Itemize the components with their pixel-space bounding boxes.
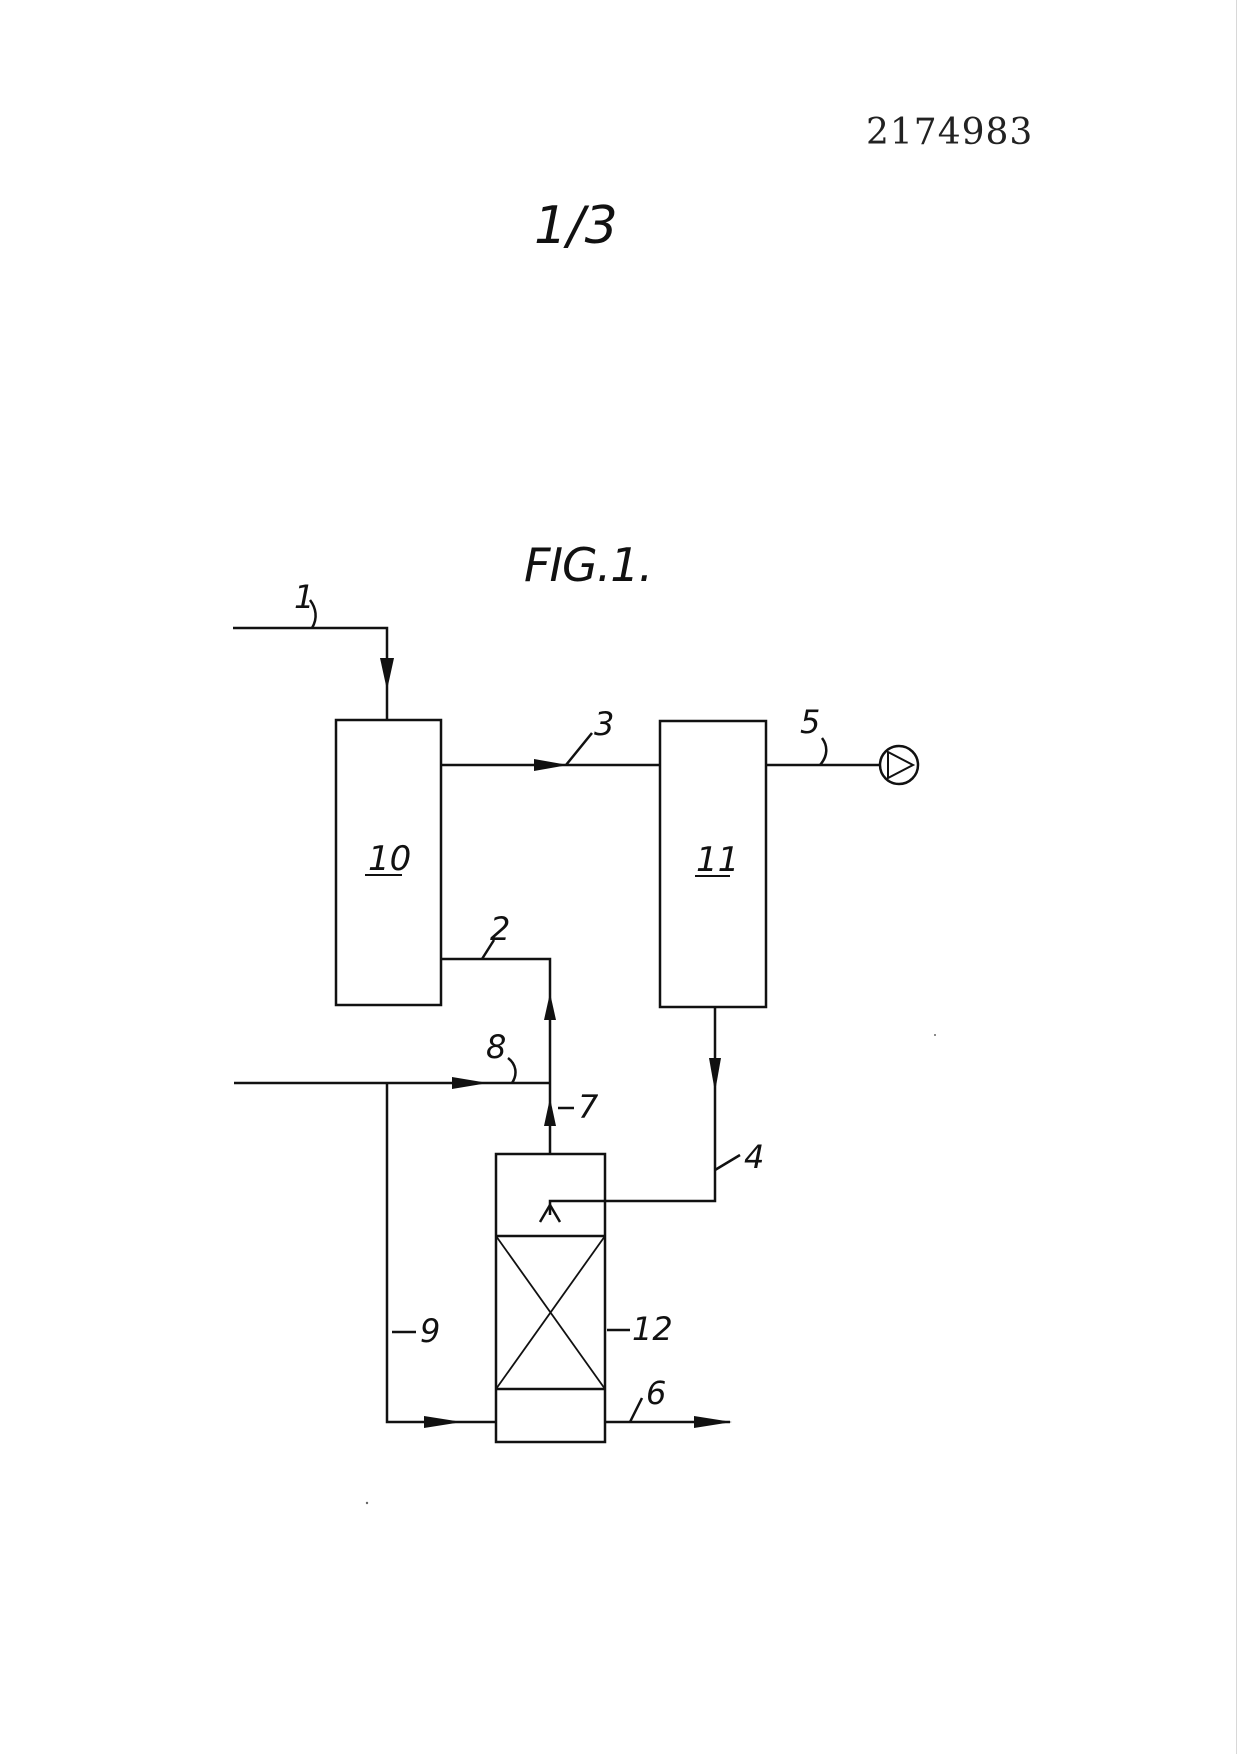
pump-triangle bbox=[887, 750, 916, 780]
stream-4-leader bbox=[714, 1153, 741, 1172]
stream-7-arrow bbox=[544, 1098, 556, 1126]
stream-5-label: 5 bbox=[800, 703, 820, 741]
figure-title: FIG.1. bbox=[524, 538, 653, 592]
scan-speck bbox=[934, 1034, 936, 1036]
stream-1-leader bbox=[308, 599, 317, 629]
unit-12-label: 12 bbox=[632, 1310, 673, 1348]
stream-9-label: 9 bbox=[420, 1312, 440, 1350]
stream-6-leader bbox=[628, 1397, 644, 1423]
stream-8-label: 8 bbox=[486, 1028, 506, 1066]
stream-3-arrow bbox=[534, 759, 568, 771]
unit-12-box bbox=[494, 1152, 607, 1444]
stream-9-arrow bbox=[424, 1416, 462, 1428]
stream-2-arrow bbox=[544, 993, 556, 1020]
stream-1-arrow bbox=[380, 658, 394, 690]
sheet-number: 1/3 bbox=[534, 196, 618, 256]
stream-4-label: 4 bbox=[744, 1138, 764, 1176]
unit-11-label: 11 bbox=[696, 840, 739, 880]
stream-1-label: 1 bbox=[294, 578, 314, 616]
packed-bed-cross bbox=[495, 1235, 606, 1390]
stream-4-line bbox=[548, 1007, 717, 1215]
stream-8-arrow bbox=[452, 1077, 488, 1089]
stream-2-line bbox=[441, 957, 552, 1154]
stream-3-leader bbox=[565, 732, 593, 766]
stream-2-label: 2 bbox=[490, 910, 510, 948]
stream-1-line bbox=[233, 626, 389, 720]
stream-3-label: 3 bbox=[594, 705, 614, 743]
stream-6-arrow bbox=[694, 1416, 732, 1428]
document-number: 2174983 bbox=[866, 112, 1034, 153]
stream-2-leader bbox=[480, 939, 496, 960]
unit-10-label: 10 bbox=[368, 839, 411, 879]
stream-7-label: 7 bbox=[578, 1088, 599, 1126]
stream-6-label: 6 bbox=[646, 1374, 666, 1412]
scan-speck bbox=[365, 1501, 369, 1505]
unit-10-box bbox=[334, 718, 443, 1007]
scan-edge bbox=[1236, 0, 1237, 1754]
stream-8-leader bbox=[507, 1057, 517, 1084]
stream-9-line bbox=[385, 1083, 496, 1424]
unit-11-box bbox=[658, 719, 768, 1009]
stream-4-arrow bbox=[709, 1058, 721, 1092]
stream-5-leader bbox=[819, 737, 828, 766]
